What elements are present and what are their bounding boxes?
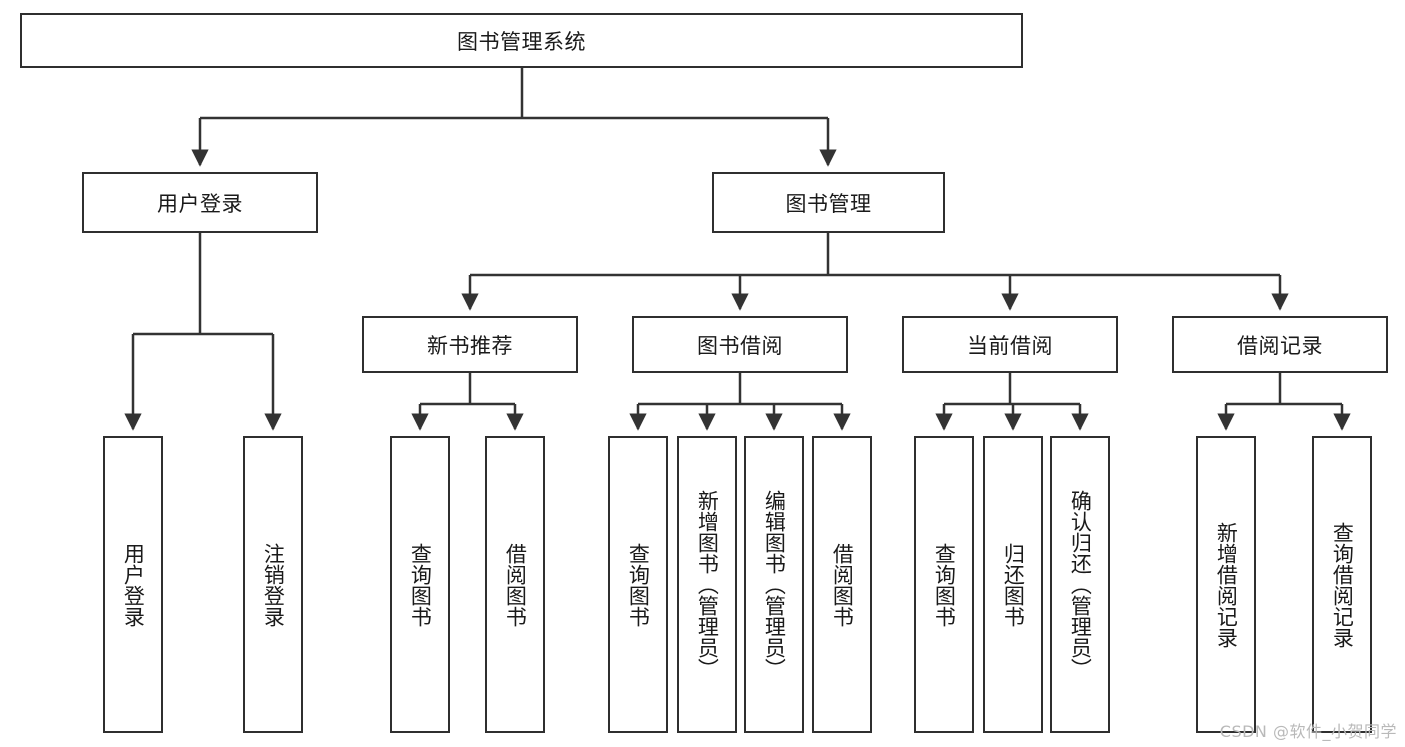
watermark: CSDN @软件_小贺同学 <box>1219 722 1397 741</box>
node-leaf-add-borrow-record-label: 新增借阅记录 <box>1214 521 1239 648</box>
node-book-borrow-label: 图书借阅 <box>697 333 783 358</box>
node-book-borrow[interactable]: 图书借阅 <box>632 316 848 373</box>
node-leaf-return-book[interactable]: 归还图书 <box>983 436 1043 733</box>
node-leaf-user-login[interactable]: 用户登录 <box>103 436 163 733</box>
node-leaf-query-borrow-record-label: 查询借阅记录 <box>1330 521 1355 648</box>
node-leaf-return-book-label: 归还图书 <box>1001 542 1026 627</box>
node-leaf-query-book-3-label: 查询图书 <box>932 542 957 627</box>
edges-new-book-recommend-to-leaves <box>411 373 524 431</box>
node-leaf-add-book-label: 新增图书（管理员） <box>695 490 720 679</box>
node-leaf-query-book-3[interactable]: 查询图书 <box>914 436 974 733</box>
edges-book-management-to-level3 <box>461 233 1289 311</box>
node-user-login-label: 用户登录 <box>157 191 243 216</box>
node-new-book-recommend[interactable]: 新书推荐 <box>362 316 578 373</box>
node-leaf-edit-book[interactable]: 编辑图书（管理员） <box>744 436 804 733</box>
node-book-management[interactable]: 图书管理 <box>712 172 945 233</box>
node-borrow-record-label: 借阅记录 <box>1237 333 1323 358</box>
node-leaf-borrow-book-2-label: 借阅图书 <box>830 542 855 627</box>
node-root[interactable]: 图书管理系统 <box>20 13 1023 68</box>
node-leaf-add-borrow-record[interactable]: 新增借阅记录 <box>1196 436 1256 733</box>
node-leaf-query-book-2[interactable]: 查询图书 <box>608 436 668 733</box>
node-leaf-borrow-book-1-label: 借阅图书 <box>503 542 528 627</box>
edges-book-borrow-to-leaves <box>629 373 851 431</box>
node-current-borrow-label: 当前借阅 <box>967 333 1053 358</box>
node-leaf-query-book-1-label: 查询图书 <box>408 542 433 627</box>
node-user-login[interactable]: 用户登录 <box>82 172 318 233</box>
node-leaf-edit-book-label: 编辑图书（管理员） <box>762 490 787 679</box>
node-leaf-logout-login-label: 注销登录 <box>261 542 286 627</box>
node-leaf-logout-login[interactable]: 注销登录 <box>243 436 303 733</box>
node-leaf-add-book[interactable]: 新增图书（管理员） <box>677 436 737 733</box>
edges-current-borrow-to-leaves <box>935 373 1089 431</box>
node-leaf-query-book-1[interactable]: 查询图书 <box>390 436 450 733</box>
edges-user-login-to-leaves <box>124 233 282 431</box>
node-leaf-confirm-return-label: 确认归还（管理员） <box>1068 490 1093 679</box>
node-book-management-label: 图书管理 <box>785 191 872 216</box>
node-root-label: 图书管理系统 <box>457 29 586 54</box>
node-leaf-borrow-book-2[interactable]: 借阅图书 <box>812 436 872 733</box>
node-borrow-record[interactable]: 借阅记录 <box>1172 316 1388 373</box>
node-leaf-query-book-2-label: 查询图书 <box>626 542 651 627</box>
edges-root-to-level2 <box>191 68 837 167</box>
node-leaf-query-borrow-record[interactable]: 查询借阅记录 <box>1312 436 1372 733</box>
node-leaf-borrow-book-1[interactable]: 借阅图书 <box>485 436 545 733</box>
node-new-book-recommend-label: 新书推荐 <box>427 333 513 358</box>
node-leaf-user-login-label: 用户登录 <box>121 542 146 627</box>
node-current-borrow[interactable]: 当前借阅 <box>902 316 1118 373</box>
edges-borrow-record-to-leaves <box>1217 373 1351 431</box>
node-leaf-confirm-return[interactable]: 确认归还（管理员） <box>1050 436 1110 733</box>
